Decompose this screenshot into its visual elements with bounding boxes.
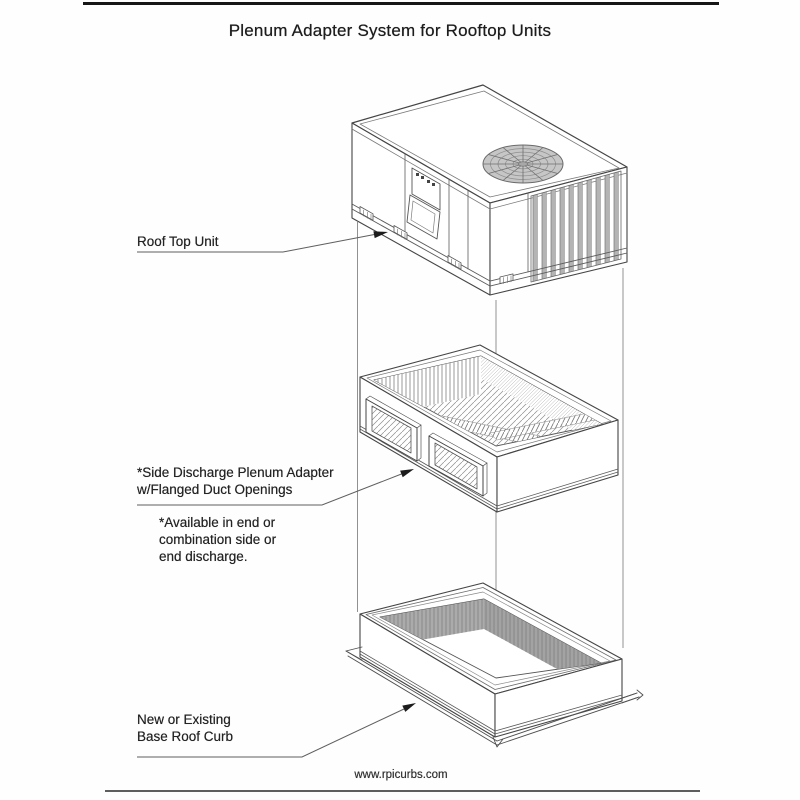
label-roof-curb-line1: New or Existing xyxy=(137,712,231,727)
leader-arrowheads xyxy=(373,231,416,712)
page-title: Plenum Adapter System for Rooftop Units xyxy=(228,21,552,40)
label-plenum-adapter-line2: w/Flanged Duct Openings xyxy=(137,482,293,497)
alignment-lines xyxy=(357,222,624,690)
arrowhead-roof-curb xyxy=(402,703,416,712)
control-panel xyxy=(406,167,441,240)
footer-website-url: www.rpicurbs.com xyxy=(354,769,448,781)
duct-opening-2 xyxy=(428,432,488,497)
label-roof-top-unit: Roof Top Unit xyxy=(137,233,219,250)
note-line2: combination side or xyxy=(159,532,277,547)
label-roof-top-unit-text: Roof Top Unit xyxy=(137,234,219,249)
mounting-clips xyxy=(359,206,514,284)
label-roof-curb: New or Existing Base Roof Curb xyxy=(137,711,233,745)
fan-grille-icon xyxy=(482,144,564,184)
adapter-interior xyxy=(374,356,602,446)
rooftop-unit-drawing xyxy=(351,84,628,296)
arrowhead-roof-top-unit xyxy=(373,231,388,239)
top-border-line xyxy=(83,2,719,5)
duct-opening-1 xyxy=(365,395,422,462)
curb-interior xyxy=(380,599,601,678)
arrowhead-plenum-adapter xyxy=(400,469,414,478)
roof-curb-drawing xyxy=(345,582,644,748)
note-line3: end discharge. xyxy=(159,549,248,564)
nameplate-marks xyxy=(416,173,435,186)
label-plenum-adapter: *Side Discharge Plenum Adapter w/Flanged… xyxy=(137,464,334,498)
bottom-border-line xyxy=(105,790,700,792)
note-line1: *Available in end or xyxy=(159,515,276,530)
label-availability-note: *Available in end or combination side or… xyxy=(159,514,276,565)
condenser-louvers xyxy=(530,170,622,283)
label-plenum-adapter-line1: *Side Discharge Plenum Adapter xyxy=(137,465,334,480)
label-roof-curb-line2: Base Roof Curb xyxy=(137,729,234,744)
plenum-adapter-drawing xyxy=(359,344,619,513)
curb-flange xyxy=(345,646,644,748)
